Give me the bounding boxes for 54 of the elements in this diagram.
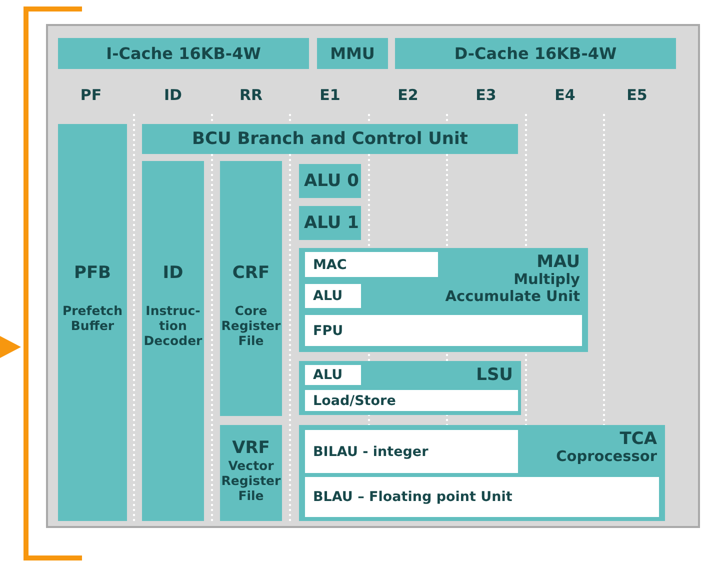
unit-block [317,38,388,69]
unit-description: Instruc-tion Decoder [142,303,204,348]
unit-box [305,284,361,308]
unit-name: BLAU – Floating point Unit [313,489,512,505]
stage-label: ID [164,86,182,104]
unit-name: MMU [330,44,375,63]
unit-name: ALU 0 [304,171,359,191]
unit-name: CRF [231,263,271,283]
unit-block [220,425,282,521]
unit-description: Coprocessor [555,449,657,466]
unit-name: TCA [618,429,657,449]
unit-name: PFB [72,263,112,283]
unit-box [305,390,518,411]
unit-name: BILAU - integer [313,444,428,460]
unit-name: BCU Branch and Control Unit [192,129,468,149]
unit-name: ALU 1 [304,213,359,233]
unit-name: FPU [313,322,344,338]
unit-box [305,430,518,473]
unit-description: Core Register File [220,303,282,348]
unit-block [395,38,676,69]
stage-label: E2 [398,86,418,104]
unit-block [58,38,309,69]
unit-name: MAC [313,256,347,272]
unit-box [305,315,582,346]
unit-block [299,361,521,415]
unit-name: MAU [536,252,580,272]
unit-description: Vector Register File [220,458,282,503]
stage-label: E1 [320,86,340,104]
unit-name: D-Cache 16KB-4W [454,44,617,63]
stage-label: PF [80,86,102,104]
unit-name: VRF [231,438,271,458]
unit-name: Load/Store [313,392,396,408]
unit-name: LSU [475,365,513,385]
unit-block [299,206,361,240]
unit-description: Multiply Accumulate Unit [444,272,580,306]
unit-block [299,425,665,521]
stage-label: RR [239,86,263,104]
unit-block [220,161,282,416]
unit-block [299,248,588,352]
unit-name: I-Cache 16KB-4W [106,44,261,63]
stage-label: E4 [554,86,576,104]
unit-name: ALU [313,288,343,304]
unit-box [305,252,438,277]
unit-description: Prefetch Buffer [61,303,124,333]
unit-block [58,124,127,521]
unit-block [142,161,204,521]
stage-label: E3 [476,86,496,104]
unit-box [305,477,659,517]
unit-box [305,365,361,385]
unit-name: ID [162,263,184,283]
stage-label: E5 [626,86,648,104]
unit-block [299,164,361,198]
unit-block [142,124,518,154]
unit-name: ALU [313,367,343,383]
